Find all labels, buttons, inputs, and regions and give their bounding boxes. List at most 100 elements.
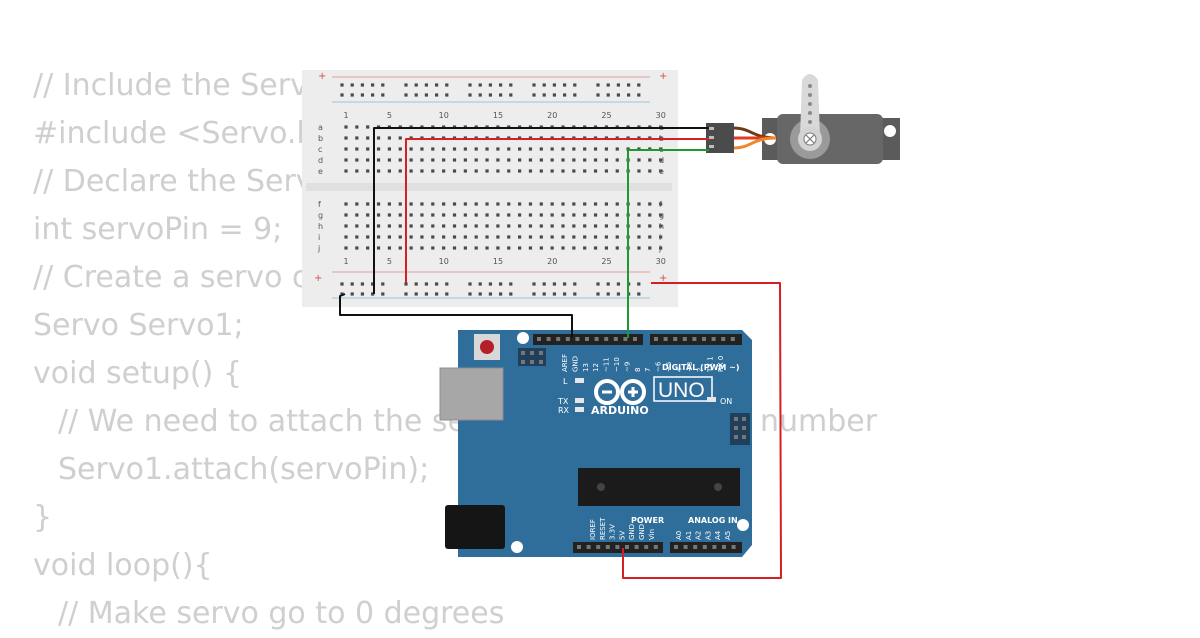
breadboard-hole	[561, 213, 565, 217]
breadboard-hole	[452, 213, 457, 217]
breadboard-hole	[431, 202, 435, 206]
header-pin	[692, 337, 697, 341]
l-label: L	[563, 377, 568, 386]
breadboard-hole	[507, 158, 511, 162]
rail-hole	[350, 83, 354, 87]
header-pin	[730, 337, 735, 341]
power-jack	[445, 505, 505, 549]
pin-label: ~11	[603, 357, 611, 372]
rx-led	[575, 407, 584, 412]
mount-hole-1	[517, 332, 529, 344]
rail-hole	[606, 93, 610, 97]
breadboard-hole	[387, 213, 391, 217]
usb-port	[439, 367, 504, 421]
header-pin	[596, 545, 601, 549]
breadboard-hole	[539, 158, 543, 162]
breadboard-hole	[496, 213, 500, 217]
chip-dot-2	[714, 483, 722, 491]
rail-hole	[563, 282, 567, 286]
rail-hole	[637, 282, 641, 286]
breadboard-hole	[496, 246, 500, 250]
breadboard-hole	[518, 246, 522, 250]
breadboard-hole	[366, 158, 370, 162]
breadboard-hole	[518, 224, 522, 228]
breadboard-hole	[615, 224, 619, 228]
pin-label: 7	[644, 368, 652, 372]
breadboard-hole	[583, 147, 587, 151]
breadboard-center-channel	[306, 183, 672, 191]
breadboard-hole	[398, 158, 402, 162]
breadboard-hole	[539, 147, 543, 151]
rail-hole	[499, 93, 503, 97]
breadboard-hole	[648, 213, 652, 217]
breadboard-hole	[442, 213, 446, 217]
breadboard-hole	[398, 224, 402, 228]
breadboard-hole	[648, 224, 652, 228]
breadboard-hole	[648, 235, 652, 239]
breadboard-hole	[474, 158, 478, 162]
breadboard-hole	[431, 224, 435, 228]
breadboard-hole	[659, 169, 663, 173]
breadboard-hole	[474, 147, 478, 151]
breadboard-hole	[387, 202, 391, 206]
rail-hole	[350, 292, 354, 296]
rail-hole	[542, 93, 546, 97]
pin-label: 4	[675, 367, 683, 372]
row-letter: f	[318, 200, 321, 209]
header-pin	[613, 337, 618, 341]
pin-label: ~5	[665, 362, 673, 372]
rail-hole	[350, 93, 354, 97]
breadboard-hole	[474, 213, 478, 217]
breadboard-hole	[463, 158, 467, 162]
breadboard-holes	[340, 83, 663, 296]
pin-label: 5V	[618, 531, 626, 540]
breadboard-hole	[518, 202, 522, 206]
breadboard-hole	[442, 224, 446, 228]
rail-hole	[573, 292, 577, 296]
header-pin	[644, 545, 649, 549]
icsp-pin	[530, 351, 534, 355]
breadboard-hole	[355, 202, 359, 206]
breadboard-hole	[528, 235, 533, 239]
rail-hole	[552, 93, 556, 97]
breadboard-hole	[344, 235, 348, 239]
breadboard-hole	[507, 202, 511, 206]
breadboard-hole	[659, 235, 663, 239]
breadboard-hole	[442, 169, 446, 173]
breadboard-hole	[398, 246, 402, 250]
breadboard-hole	[583, 169, 587, 173]
row-letter: h	[659, 222, 664, 231]
column-number: 15	[493, 257, 503, 266]
breadboard-hole	[550, 246, 554, 250]
breadboard-hole	[518, 169, 522, 173]
breadboard-hole	[452, 246, 457, 250]
breadboard-hole	[485, 235, 489, 239]
row-letter: g	[318, 211, 323, 220]
rail-sign-br: +	[659, 273, 667, 284]
breadboard-hole	[474, 246, 478, 250]
breadboard-hole	[604, 235, 608, 239]
breadboard-hole	[387, 147, 391, 151]
column-number: 5	[387, 257, 392, 266]
breadboard-hole	[463, 147, 467, 151]
row-letter: d	[318, 156, 323, 165]
breadboard-hole	[485, 169, 489, 173]
breadboard-hole	[376, 246, 381, 250]
breadboard-hole	[561, 158, 565, 162]
header-pin	[585, 337, 589, 341]
breadboard-hole	[593, 213, 598, 217]
breadboard-hole	[398, 235, 402, 239]
row-letter: b	[318, 134, 323, 143]
header-pin	[721, 337, 726, 341]
pin-label: 12	[592, 363, 600, 372]
servo-cable	[732, 126, 777, 150]
breadboard-hole	[463, 224, 467, 228]
rail-hole	[404, 83, 408, 87]
breadboard-hole	[539, 213, 543, 217]
pin-label: A5	[724, 531, 732, 540]
rail-hole	[563, 292, 567, 296]
breadboard-hole	[604, 246, 608, 250]
wire-red-power	[405, 138, 709, 283]
breadboard-hole	[485, 246, 489, 250]
header-pin	[702, 545, 707, 549]
